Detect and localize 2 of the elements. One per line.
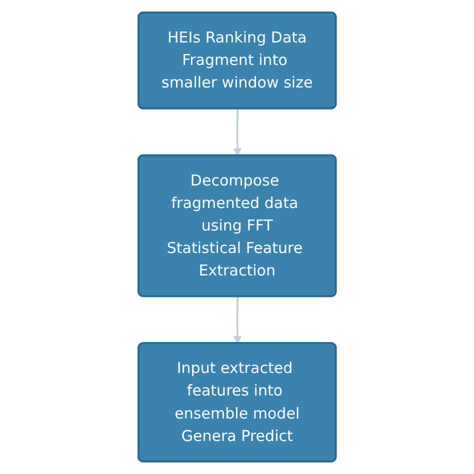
- arrow: [233, 108, 242, 156]
- arrow: [233, 296, 242, 344]
